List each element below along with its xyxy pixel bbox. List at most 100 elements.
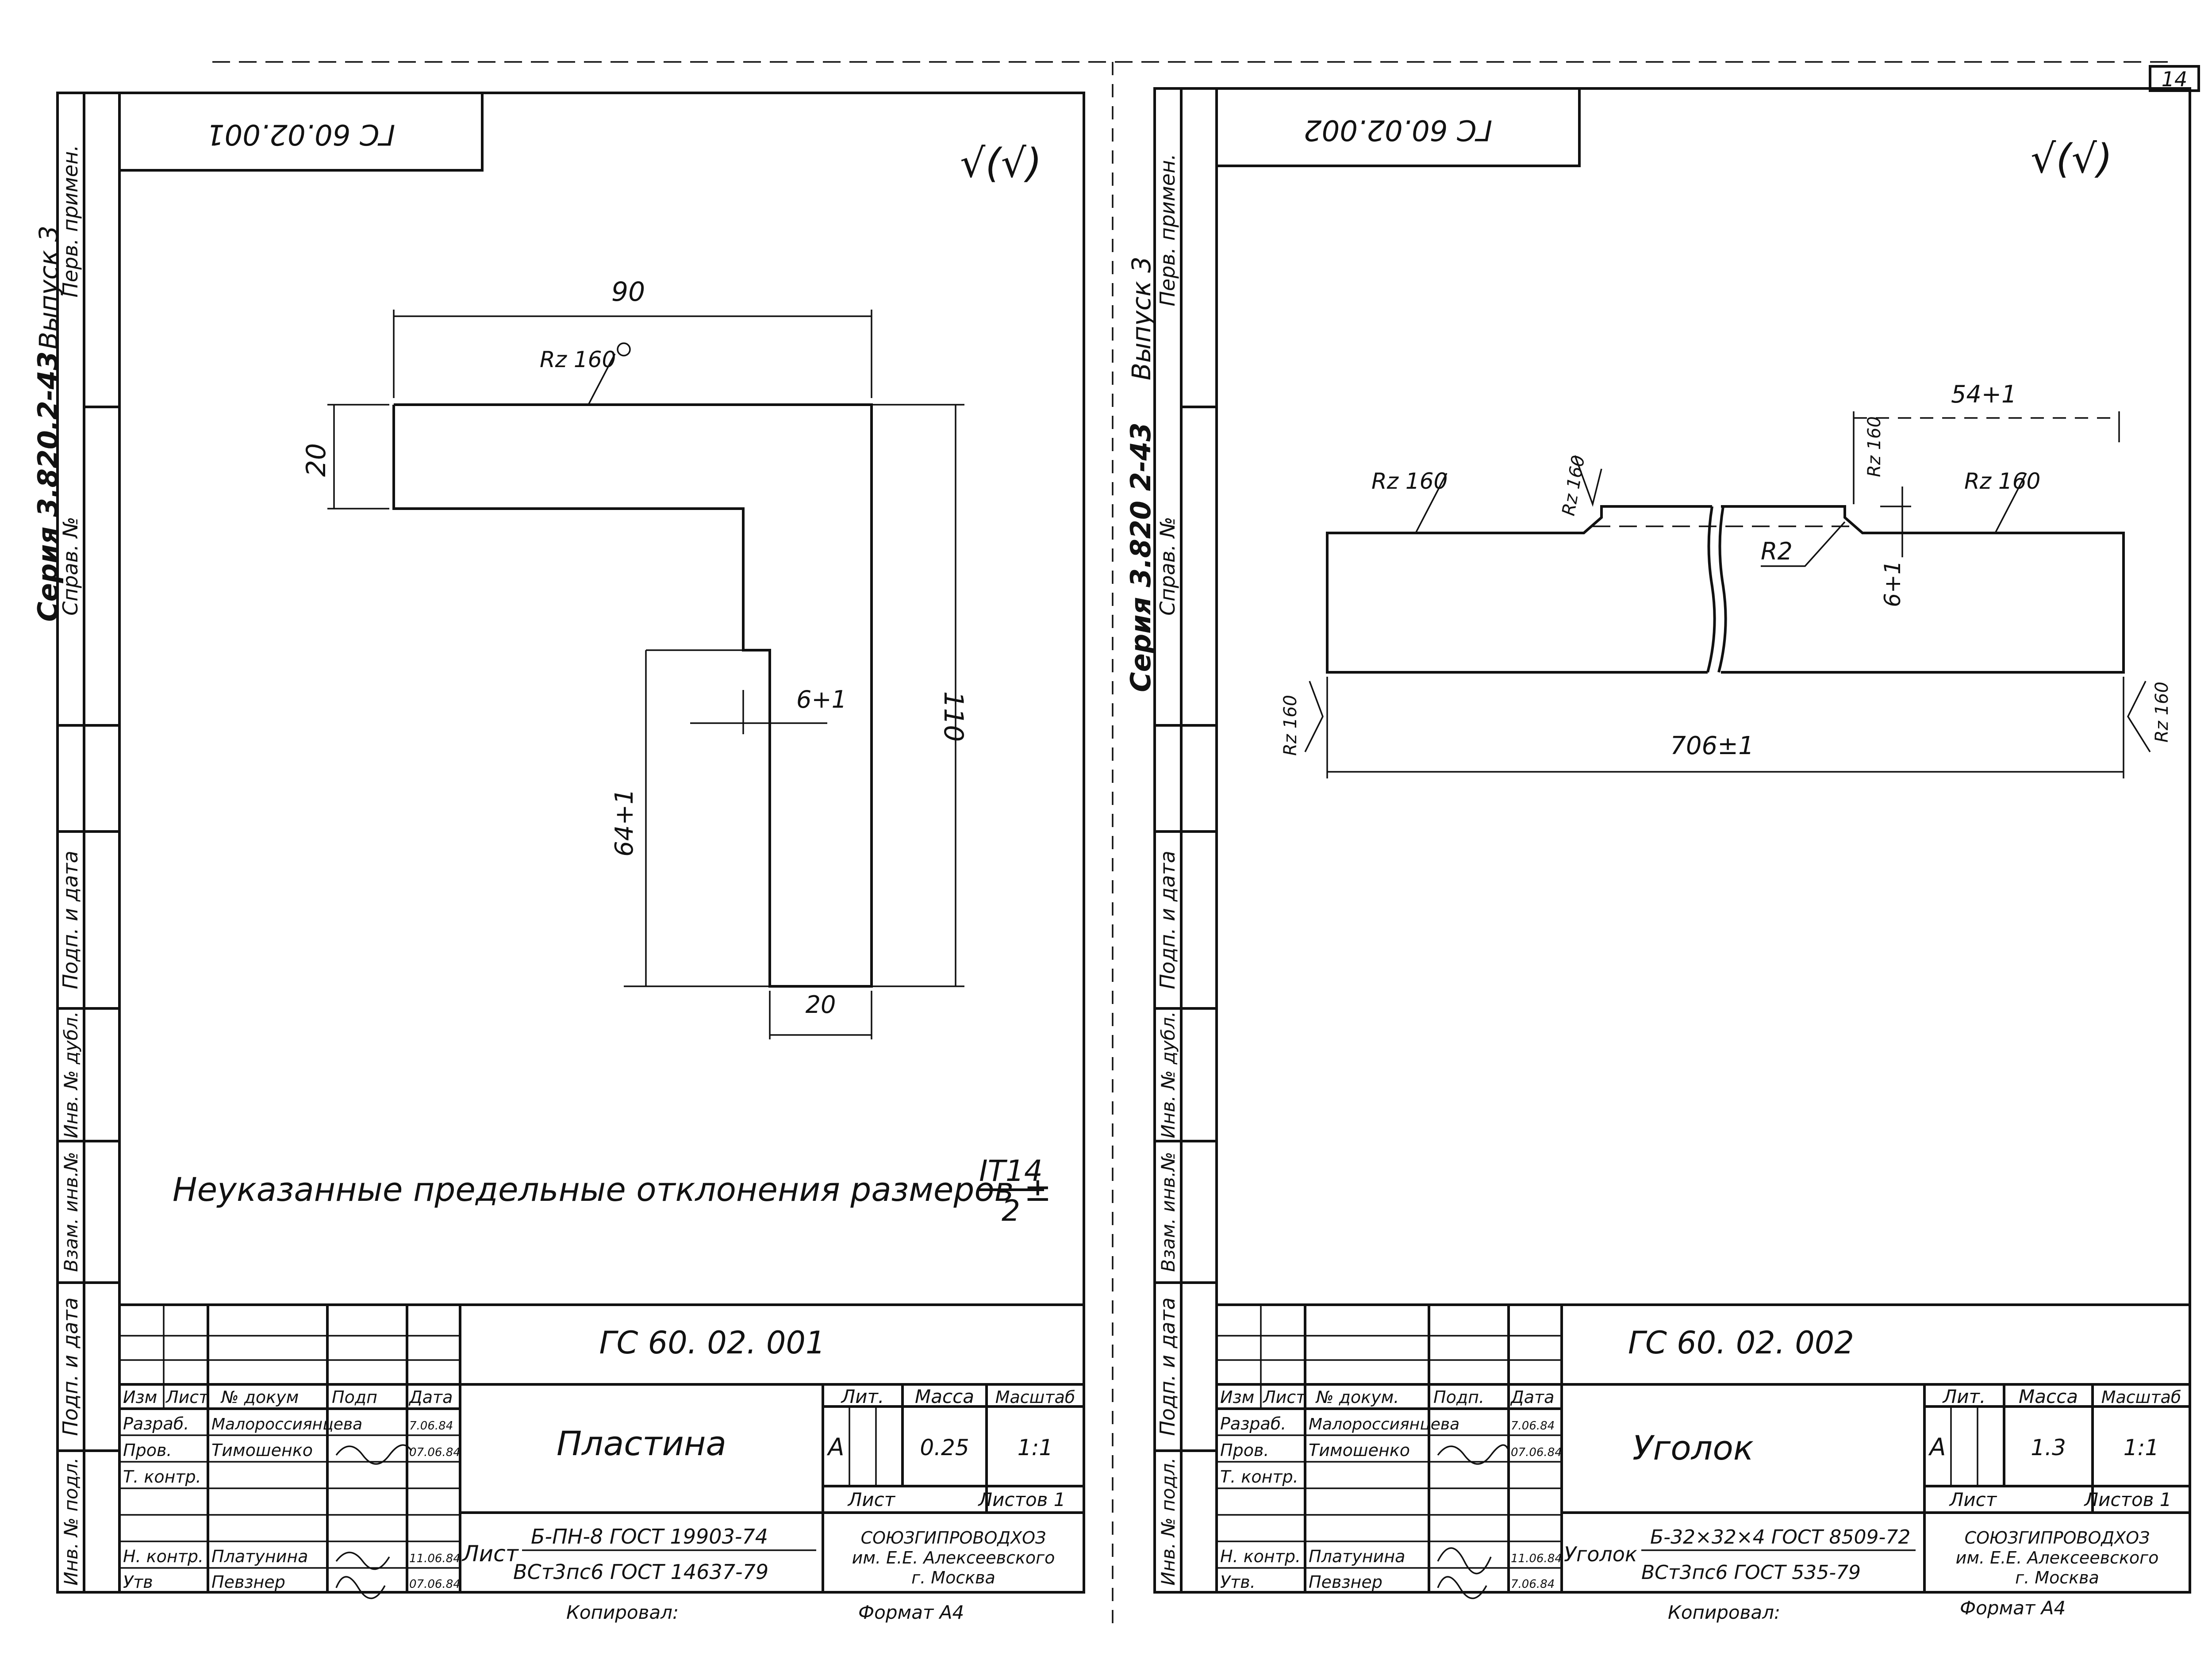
tb-lit-label: Лит. [841, 1386, 884, 1407]
tb-razrab-label: Разраб. [1220, 1414, 1286, 1433]
note-fraction-den: 2 [1002, 1194, 1020, 1228]
tb-org-line2: им. Е.Е. Алексеевского [1956, 1548, 2159, 1567]
signature [1437, 1576, 1487, 1599]
dim-length: 706±1 [1670, 732, 1754, 760]
issue-label: Выпуск 3 [1126, 257, 1156, 380]
tb-listov-label: Листов 1 [2084, 1489, 2172, 1510]
series-label: Серия 3.820 2-43 [1125, 422, 1157, 692]
tb-listov-label: Листов 1 [978, 1489, 1066, 1510]
copied-by-label: Копировал: [566, 1602, 679, 1623]
inv-orig-label: Инв. № подл. [1157, 1457, 1179, 1586]
rz-leader [1994, 473, 2027, 533]
vzam-inv-label: Взам. инв.№ [1157, 1152, 1179, 1272]
signature [1437, 1547, 1492, 1575]
signature [335, 1576, 386, 1599]
tb-prov-label: Пров. [123, 1441, 172, 1460]
tb-prov-label: Пров. [1220, 1441, 1269, 1460]
copied-by-label: Копировал: [1668, 1602, 1780, 1623]
sign-date-label: Подп. и дата [1156, 851, 1179, 989]
tb-product-name: Уголок [1632, 1428, 1754, 1468]
rz-leader [588, 353, 616, 405]
tb-masshtab-label: Масштаб [2101, 1387, 2181, 1407]
tb-nkontr-name: Платунина [211, 1547, 308, 1566]
sign-date-2-label: Подп. и дата [1156, 1297, 1179, 1436]
right-sheet: Серия 3.820 2-43 Выпуск 3 Перв. примен. … [1125, 87, 2191, 1623]
tb-org-line1: СОЮЗГИПРОВОДХОЗ [861, 1528, 1046, 1548]
tb-prov-name: Тимошенко [211, 1441, 313, 1460]
bar-outline-right [1721, 505, 2125, 674]
tb-razrab-name: Малороссиянцева [211, 1415, 362, 1433]
tb-nkontr-date: 11.06.84 [409, 1552, 461, 1565]
tb-org-line3: г. Москва [2015, 1568, 2099, 1587]
rz-label: Rz 160 [1559, 454, 1589, 517]
tb-lit-label: Лит. [1942, 1386, 1986, 1407]
right-title-block: Изм Лист № докум. Подп. Дата Разраб. Мал… [1217, 1303, 2190, 1599]
tb-lit-value: А [1928, 1433, 1946, 1461]
rz-label: Rz 160 [1280, 695, 1301, 756]
tb-prov-name: Тимошенко [1309, 1441, 1410, 1460]
tb-prov-date: 07.06.84 [1511, 1446, 1562, 1459]
right-stamp-code: ГС 60.02.002 [1304, 113, 1492, 146]
rz-leader [1415, 473, 1448, 533]
bar-outline-left [1326, 505, 1712, 674]
tb-col-list: Лист [1262, 1387, 1306, 1407]
series-label: Серия 3.820.2-43 [32, 351, 64, 622]
tb-massa-label: Масса [915, 1386, 974, 1407]
sign-date-label: Подп. и дата [58, 851, 82, 989]
dim-notch-depth: 6+1 [1880, 560, 1905, 607]
dim-tol-6: 6+1 [796, 686, 847, 713]
vzam-inv-label: Взам. инв.№ [60, 1152, 82, 1272]
tb-org-line1: СОЮЗГИПРОВОДХОЗ [1965, 1528, 2150, 1548]
tb-material-line1: Б-ПН-8 ГОСТ 19903-74 [531, 1525, 768, 1548]
tb-razrab-name: Малороссиянцева [1309, 1415, 1459, 1433]
break-line [1706, 506, 1716, 673]
surface-roughness-symbol: √(√) [960, 140, 1042, 187]
tb-material-line2: ВСт3пс6 ГОСТ 535-79 [1641, 1561, 1861, 1584]
right-frame [1215, 87, 2191, 1594]
tb-utv-label: Утв. [1220, 1572, 1256, 1592]
rz-mark [1304, 681, 1324, 752]
rz-label: Rz 160 [1964, 468, 2040, 494]
format-label: Формат А4 [1960, 1597, 2066, 1619]
tb-list-label: Лист [1949, 1489, 1997, 1510]
tb-tkontr-label: Т. контр. [123, 1467, 201, 1487]
tb-utv-date: 07.06.84 [409, 1578, 461, 1591]
issue-label: Выпуск 3 [34, 226, 64, 349]
tb-utv-date: 7.06.84 [1511, 1578, 1555, 1591]
left-title-block: Изм Лист № докум Подп Дата Разраб. Малор… [119, 1303, 1084, 1599]
left-stamp-box [118, 92, 484, 172]
tb-org-line2: им. Е.Е. Алексеевского [852, 1548, 1055, 1567]
rz-mark [2127, 681, 2151, 752]
tb-col-dokum: № докум [220, 1387, 299, 1407]
tb-massa-value: 1.3 [2031, 1435, 2066, 1460]
tb-nkontr-date: 11.06.84 [1511, 1552, 1562, 1565]
sign-date-2-label: Подп. и дата [58, 1297, 82, 1436]
tb-col-data: Дата [1510, 1387, 1554, 1407]
tb-list-label: Лист [847, 1489, 896, 1510]
tb-prov-date: 07.06.84 [409, 1446, 461, 1459]
inv-dup-label: Инв. № дубл. [1157, 1011, 1179, 1138]
inv-dup-label: Инв. № дубл. [60, 1011, 82, 1138]
right-stamp-box [1215, 87, 1581, 167]
tb-material-prefix: Лист [461, 1541, 519, 1567]
tb-nkontr-label: Н. контр. [1220, 1547, 1301, 1566]
rz-mark [1574, 455, 1602, 507]
page-number-box [2149, 65, 2200, 92]
tb-product-name: Пластина [557, 1424, 726, 1463]
tb-material-prefix: Уголок [1564, 1542, 1637, 1566]
tb-lit-value: А [827, 1433, 845, 1461]
dim-height-top: 20 [301, 443, 332, 477]
reference-label: Справ. № [58, 517, 82, 616]
tb-col-data: Дата [408, 1387, 453, 1407]
first-use-label: Перв. примен. [58, 145, 82, 297]
dim-height-total: 110 [938, 691, 969, 742]
tb-masshtab-label: Масштаб [995, 1387, 1075, 1407]
left-stamp-code: ГС 60.02.001 [207, 118, 395, 150]
rz-label: Rz 160 [2152, 682, 2172, 743]
tb-material-line1: Б-32×32×4 ГОСТ 8509-72 [1650, 1526, 1910, 1548]
dim-radius: R2 [1761, 537, 1793, 565]
tb-razrab-label: Разраб. [123, 1414, 189, 1433]
tb-massa-value: 0.25 [920, 1435, 969, 1460]
tb-col-podp: Подп. [1433, 1387, 1484, 1407]
